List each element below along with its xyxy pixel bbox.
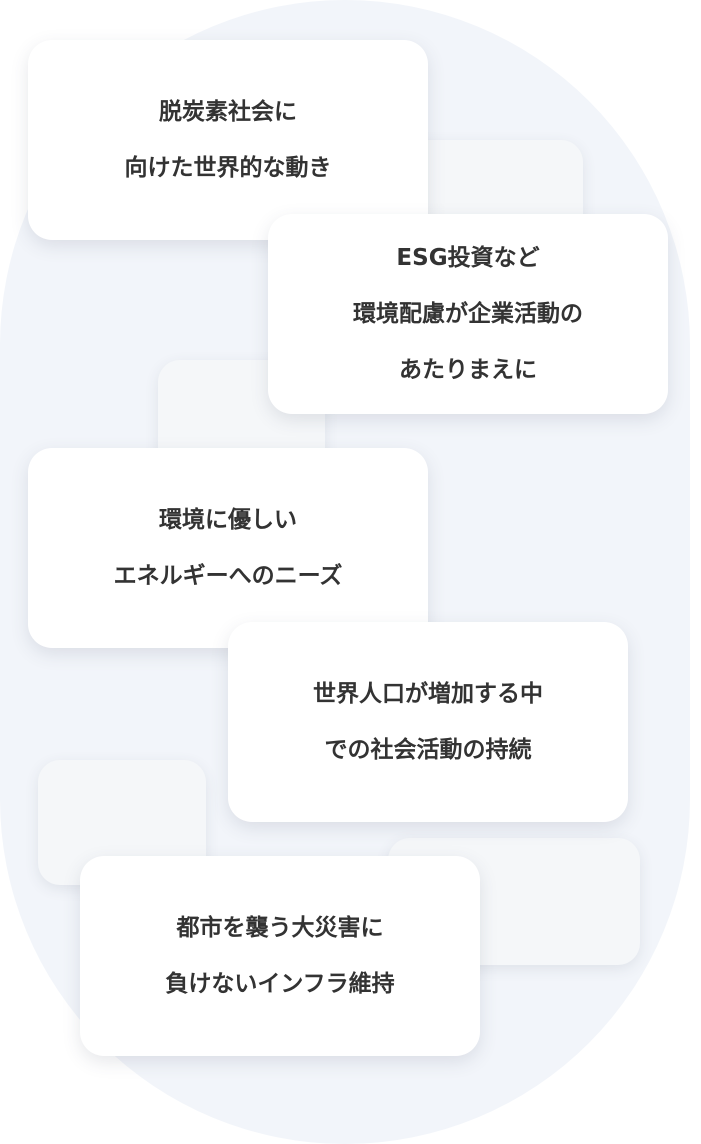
card-line: 環境に優しい — [159, 507, 297, 533]
card-line: 負けないインフラ維持 — [165, 971, 395, 997]
card-line: 向けた世界的な動き — [124, 155, 332, 181]
card-line: 世界人口が増加する中 — [313, 681, 543, 707]
card-line: での社会活動の持続 — [324, 737, 532, 763]
card-esg: ESG投資など 環境配慮が企業活動の あたりまえに — [268, 214, 668, 414]
card-line: あたりまえに — [399, 357, 537, 383]
card-line: 都市を襲う大災害に — [176, 915, 384, 941]
card-line: 環境配慮が企業活動の — [353, 301, 583, 327]
card-line: エネルギーへのニーズ — [113, 563, 343, 589]
card-line: ESG投資など — [396, 245, 540, 271]
card-line: 脱炭素社会に — [159, 99, 297, 125]
card-population: 世界人口が増加する中 での社会活動の持続 — [228, 622, 628, 822]
card-decarbonization: 脱炭素社会に 向けた世界的な動き — [28, 40, 428, 240]
card-disaster-infrastructure: 都市を襲う大災害に 負けないインフラ維持 — [80, 856, 480, 1056]
card-green-energy: 環境に優しい エネルギーへのニーズ — [28, 448, 428, 648]
